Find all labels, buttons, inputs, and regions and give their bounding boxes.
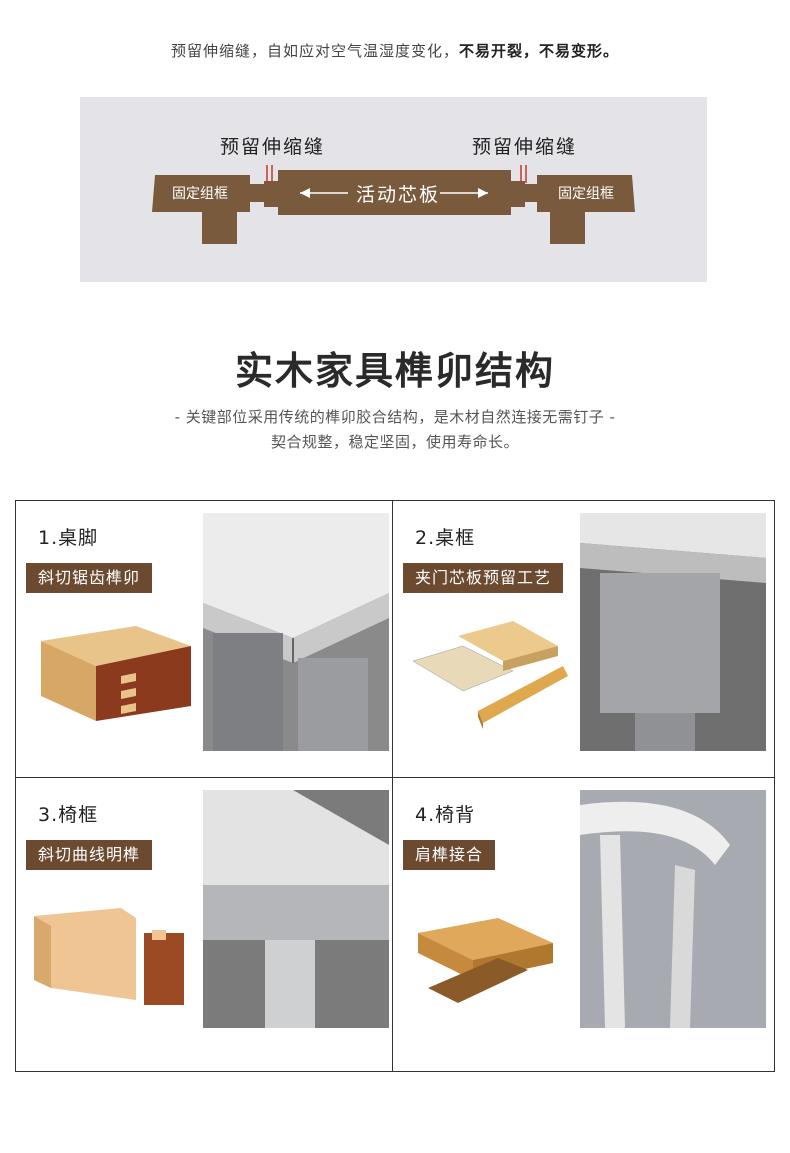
arrow-right-head <box>478 188 488 198</box>
gap-label-left: 预留伸缩缝 <box>220 136 326 158</box>
grid-divider-horizontal <box>16 777 774 778</box>
right-frame-shape <box>517 175 635 244</box>
technique-tag: 斜切曲线明榫 <box>26 840 153 870</box>
chair-back-photo <box>580 790 766 1028</box>
expansion-gap-diagram: 预留伸缩缝 预留伸缩缝 固定组框 固定组框 活动芯板 <box>80 97 707 282</box>
cell-title: 3.椅框 <box>38 804 99 826</box>
cell-chair-back: 4.椅背 肩榫接合 <box>393 778 769 1054</box>
joinery-grid: 1.桌脚 斜切锯齿榫卯 2.桌框 夹门芯板预留工艺 <box>15 500 775 1072</box>
cell-chair-frame: 3.椅框 斜切曲线明榫 <box>16 778 392 1054</box>
technique-tag: 肩榫接合 <box>403 840 496 870</box>
cell-table-leg: 1.桌脚 斜切锯齿榫卯 <box>16 501 392 777</box>
frame-label-left: 固定组框 <box>172 186 228 202</box>
intro-line: 预留伸缩缝，自如应对空气温湿度变化，不易开裂，不易变形。 <box>0 40 790 61</box>
curved-tenon-illustration <box>34 908 184 1005</box>
cell-table-frame: 2.桌框 夹门芯板预留工艺 <box>393 501 769 777</box>
miter-joint-illustration <box>41 626 191 721</box>
section-subtitle-2: 契合规整，稳定坚固，使用寿命长。 <box>270 433 519 451</box>
table-frame-photo <box>580 513 766 751</box>
shoulder-tenon-illustration <box>418 918 553 1003</box>
intro-bold: 不易开裂，不易变形。 <box>459 42 620 60</box>
grid-divider-vertical <box>392 501 393 1071</box>
arrow-left-head <box>300 188 310 198</box>
left-frame-shape <box>152 175 270 244</box>
cell-title: 2.桌框 <box>415 527 476 549</box>
cell-title: 4.椅背 <box>415 804 476 826</box>
technique-tag: 斜切锯齿榫卯 <box>26 563 153 593</box>
section-title: 实木家具榫卯结构 <box>234 348 555 393</box>
panel-groove-illustration <box>412 621 568 729</box>
cell-title: 1.桌脚 <box>38 527 99 549</box>
intro-text: 预留伸缩缝，自如应对空气温湿度变化， <box>170 42 459 60</box>
table-leg-photo <box>203 513 389 751</box>
section-subtitle-1: - 关键部位采用传统的榫卯胶合结构，是木材自然连接无需钉子 - <box>174 408 616 426</box>
frame-panel-graphic <box>152 165 635 244</box>
technique-tag: 夹门芯板预留工艺 <box>403 563 564 593</box>
gap-label-right: 预留伸缩缝 <box>472 136 578 158</box>
chair-frame-photo <box>203 790 389 1028</box>
panel-label: 活动芯板 <box>356 184 441 206</box>
frame-label-right: 固定组框 <box>558 186 614 202</box>
center-panel-shape <box>264 170 525 215</box>
